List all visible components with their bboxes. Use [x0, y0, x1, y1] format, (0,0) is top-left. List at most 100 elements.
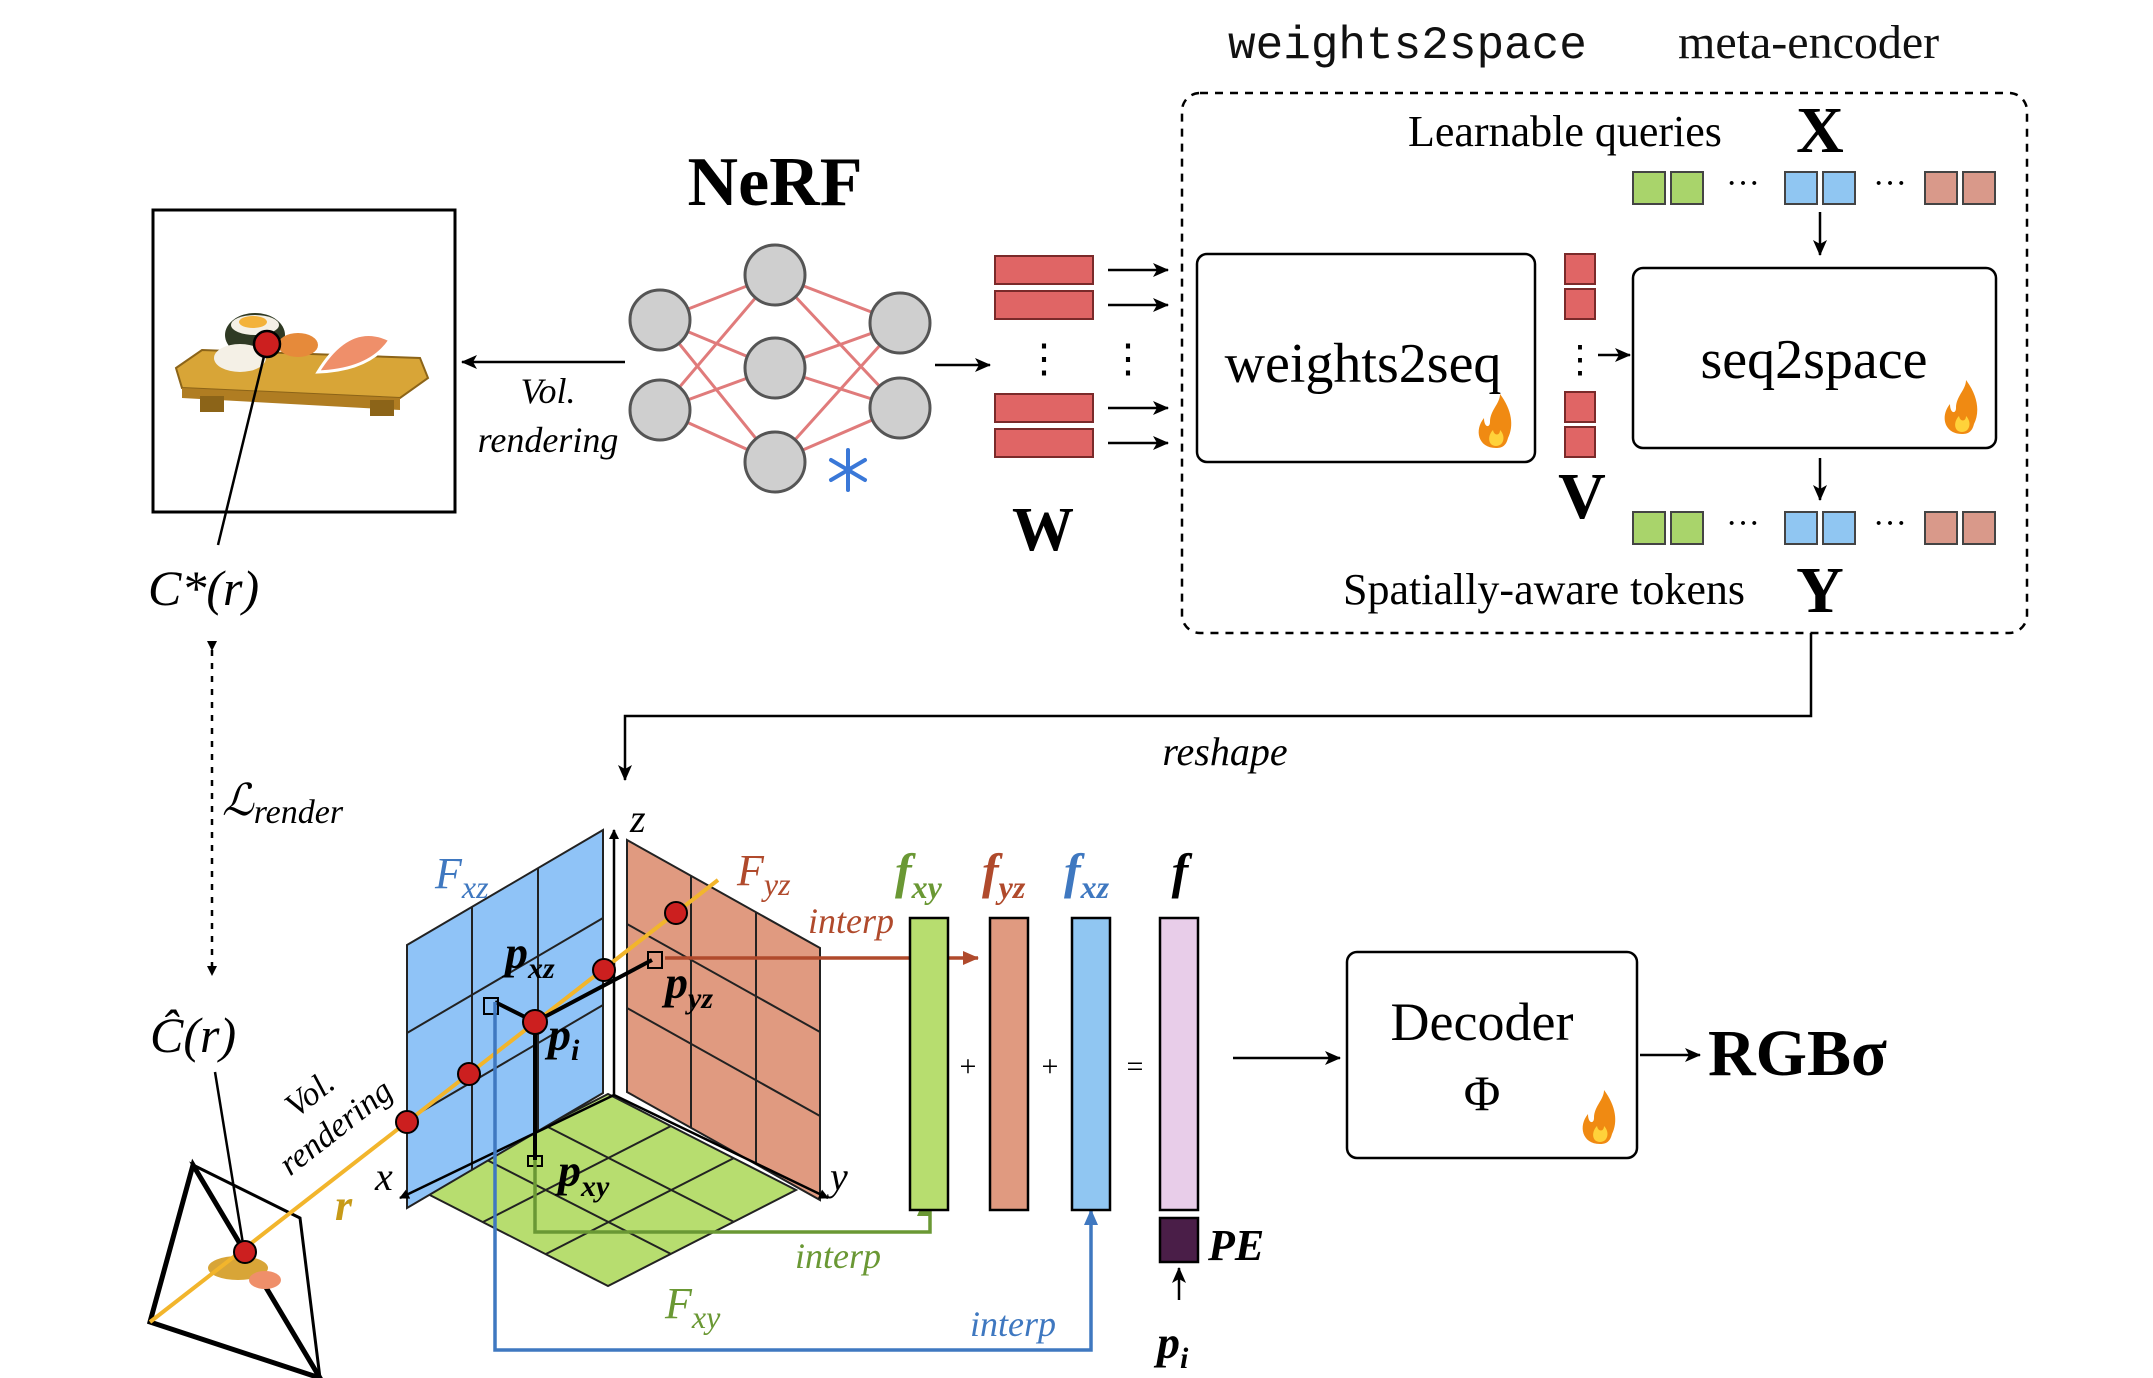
flame-icon	[1582, 1090, 1616, 1144]
weights-label: W	[1012, 496, 1074, 564]
pe-label: PE	[1207, 1221, 1264, 1270]
f-yz-sub: yz	[995, 869, 1026, 905]
plane-xz-main: F	[434, 849, 463, 898]
pi-input-sub: i	[1180, 1342, 1189, 1375]
interp-yz-label: interp	[808, 901, 894, 941]
feature-f-xy	[908, 916, 950, 1212]
f-xz-main: f	[1064, 843, 1085, 899]
gt-color-label: C*(r)	[148, 560, 259, 616]
pi-input-label: pi	[1153, 1317, 1189, 1375]
p-xy-main: p	[554, 1145, 581, 1196]
plane-xz-sub: xz	[461, 869, 489, 905]
tokens-ellipsis-2: ···	[1873, 505, 1907, 542]
f-xy-main: f	[895, 843, 916, 899]
p-i-label: pi	[544, 1009, 580, 1067]
camera-frustum	[146, 1158, 323, 1378]
reshape-arrow	[618, 633, 1813, 781]
loss-symbol: ℒ	[222, 776, 255, 825]
f-label: f	[1172, 843, 1193, 899]
p-xz-main: p	[501, 927, 528, 978]
decoder-label: Decoder	[1391, 992, 1574, 1052]
reshape-label: reshape	[1162, 729, 1287, 774]
nerf-neurons	[628, 243, 932, 494]
snowflake-icon	[829, 448, 867, 492]
f-yz-main: f	[982, 843, 1003, 899]
weights2seq-block	[1195, 252, 1537, 464]
weight-matrices	[994, 255, 1094, 458]
plus-2: +	[1042, 1050, 1059, 1083]
p-xz-sub: xz	[527, 952, 555, 985]
output-label: RGBσ	[1708, 1017, 1887, 1090]
plane-yz-main: F	[736, 846, 765, 895]
tokens-symbol: Y	[1796, 554, 1844, 627]
positional-encoding	[1158, 1216, 1200, 1264]
p-xy-sub: xy	[580, 1170, 610, 1203]
weights2seq-label: weights2seq	[1225, 333, 1502, 395]
plus-1: +	[960, 1050, 977, 1083]
pi-input-main: p	[1153, 1317, 1180, 1368]
interp-xy-label: interp	[795, 1236, 881, 1276]
plane-xy-grid	[482, 1125, 735, 1255]
axis-z-label: z	[629, 796, 646, 841]
interp-xz-arrow	[493, 1002, 1098, 1352]
flame-icon	[1478, 394, 1512, 448]
ray-sample-points	[395, 901, 688, 1134]
plane-xz-label: Fxz	[434, 849, 489, 905]
nerf-title: NeRF	[688, 144, 863, 221]
rendered-image-panel	[151, 208, 457, 546]
nerf-vol-rendering-line2: rendering	[478, 420, 619, 460]
seq2space-label: seq2space	[1700, 329, 1927, 391]
flame-icon	[1944, 380, 1978, 434]
plane-yz-sub: yz	[761, 866, 791, 902]
query-point	[522, 1009, 548, 1035]
interp-xy-arrow	[533, 1160, 932, 1234]
tokens-label: Spatially-aware tokens	[1343, 565, 1745, 614]
p-yz-main: p	[661, 957, 688, 1008]
plane-xy-label: Fxy	[664, 1279, 721, 1335]
feature-f-yz	[988, 916, 1030, 1212]
queries-ellipsis-1: ···	[1726, 165, 1760, 202]
nerf-vol-rendering-line1: Vol.	[520, 371, 575, 411]
p-yz-sub: yz	[685, 982, 713, 1015]
queries-symbol: X	[1796, 94, 1844, 167]
queries-label: Learnable queries	[1408, 107, 1722, 156]
plane-yz-grid	[626, 876, 821, 1164]
meta-encoder-box	[1180, 91, 2029, 635]
decoder-symbol: Φ	[1464, 1065, 1501, 1121]
p-yz-label: pyz	[661, 957, 713, 1015]
equals-sign: =	[1127, 1050, 1144, 1083]
learnable-query-tokens	[1632, 171, 1996, 205]
p-xz-label: pxz	[501, 927, 555, 985]
camera-ray-to-pred	[213, 1071, 246, 1251]
sequence-ellipsis: ⋮	[1561, 339, 1599, 381]
f-xz-sub: xz	[1080, 869, 1110, 905]
plane-xy-sub: xy	[691, 1299, 721, 1335]
p-i-main: p	[544, 1009, 571, 1060]
plane-yz-label: Fyz	[736, 846, 791, 902]
interp-xz-label: interp	[970, 1304, 1056, 1344]
feature-f	[1158, 916, 1200, 1212]
seq2space-block	[1631, 266, 1998, 450]
render-loss-label: ℒrender	[222, 776, 344, 831]
weights-to-encoder-arrows	[1108, 263, 1169, 450]
encoder-name-mono: weights2space	[1228, 20, 1587, 72]
plane-xz-grid	[406, 868, 604, 1170]
arrows-ellipsis: ⋮	[1108, 336, 1148, 381]
p-xy-label: pxy	[554, 1145, 610, 1203]
f-xz-label: fxz	[1064, 843, 1110, 905]
sequence-symbol: V	[1558, 460, 1606, 533]
decoder-block	[1345, 950, 1639, 1160]
axis-y-label: y	[826, 1154, 848, 1199]
f-yz-label: fyz	[982, 843, 1026, 905]
camera-sample-point	[233, 1240, 257, 1264]
encoder-name-rest: meta-encoder	[1678, 16, 1939, 69]
loss-subscript: render	[254, 794, 344, 831]
f-xy-label: fxy	[895, 843, 943, 905]
sequence-tokens	[1564, 253, 1596, 458]
proj-xz-marker	[483, 997, 499, 1015]
feature-f-xz	[1070, 916, 1112, 1212]
f-xy-sub: xy	[911, 869, 943, 905]
ray-label: r	[335, 1181, 353, 1230]
axis-x-label: x	[374, 1154, 393, 1199]
